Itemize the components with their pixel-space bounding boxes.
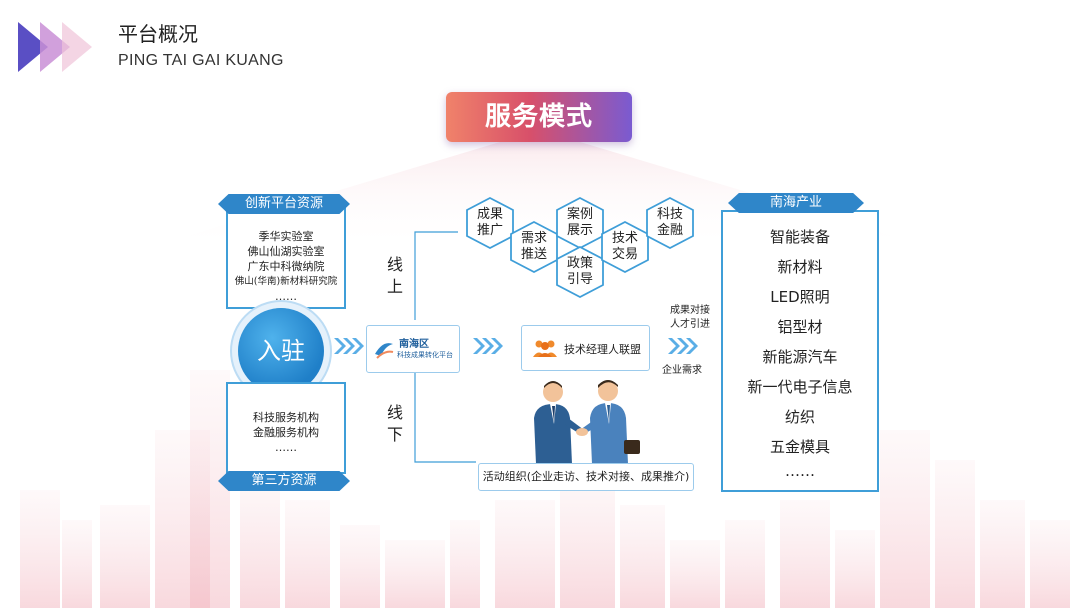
platform-subname: 科技成果转化平台 — [397, 351, 453, 359]
page-subtitle: PING TAI GAI KUANG — [118, 52, 284, 69]
nanhai-industry-box: 智能装备 新材料 LED照明 铝型材 新能源汽车 新一代电子信息 纺织 五金模具… — [721, 210, 879, 492]
list-item: 广东中科微纳院 — [247, 260, 325, 273]
platform-logo-icon — [375, 343, 394, 359]
industry-item: 新能源汽车 — [762, 348, 838, 366]
chevron-arrow-1 — [334, 338, 364, 354]
hex-shape — [646, 196, 694, 250]
note-from-industry: 企业需求 — [662, 365, 702, 376]
innovation-resources-tag: 创新平台资源 — [218, 194, 350, 214]
alliance-label: 技术经理人联盟 — [564, 343, 641, 356]
industry-item: LED照明 — [770, 288, 830, 306]
third-party-resources-tag: 第三方资源 — [218, 471, 350, 491]
join-circle: 入驻 — [238, 308, 324, 394]
list-item: 科技服务机构 — [253, 411, 319, 424]
platform-card: 南海区 科技成果转化平台 — [366, 325, 460, 373]
offline-label: 线下 — [386, 403, 403, 444]
page-title: 平台概况 — [118, 22, 198, 46]
online-label: 线上 — [386, 255, 403, 296]
industry-item: …… — [785, 462, 815, 480]
service-hex-5: 科技金融 — [656, 207, 683, 238]
third-party-resources-box: 科技服务机构 金融服务机构 …… — [226, 382, 346, 474]
service-hex-0: 成果推广 — [476, 207, 503, 238]
chevron-arrow-3 — [668, 338, 698, 354]
list-item: 金融服务机构 — [253, 426, 319, 439]
handshake-illustration-icon — [534, 380, 640, 464]
list-item: …… — [275, 290, 297, 303]
service-hex-3: 政策引导 — [566, 256, 593, 287]
industry-item: 纺织 — [784, 408, 815, 426]
list-item: 季华实验室 — [258, 230, 314, 243]
note-to-industry: 成果对接 人才引进 — [660, 304, 720, 332]
industry-item: 五金模具 — [769, 438, 830, 456]
industry-item: 铝型材 — [777, 318, 823, 336]
service-hex-2: 案例展示 — [566, 207, 593, 238]
list-item: 佛山(华南)新材料研究院 — [234, 276, 338, 287]
note-line: 人才引进 — [670, 319, 710, 330]
list-item: …… — [275, 441, 297, 454]
service-hex-1: 需求推送 — [520, 231, 547, 262]
service-mode-banner: 服务模式 — [446, 92, 632, 142]
industry-item: 新一代电子信息 — [747, 378, 853, 396]
industry-item: 智能装备 — [769, 228, 830, 246]
platform-name: 南海区 — [399, 339, 429, 350]
people-icon — [533, 340, 557, 357]
service-hex-4: 技术交易 — [611, 231, 638, 262]
note-line: 成果对接 — [670, 305, 710, 316]
chevron-arrow-2 — [473, 338, 503, 354]
logo-arrows-icon — [18, 22, 92, 72]
activity-card: 活动组织(企业走访、技术对接、成果推介) — [478, 463, 694, 491]
industry-item: 新材料 — [777, 258, 823, 276]
hex-shape — [466, 196, 514, 250]
nanhai-industry-tag: 南海产业 — [728, 193, 864, 213]
alliance-card: 技术经理人联盟 — [521, 325, 650, 371]
list-item: 佛山仙湖实验室 — [247, 245, 325, 258]
